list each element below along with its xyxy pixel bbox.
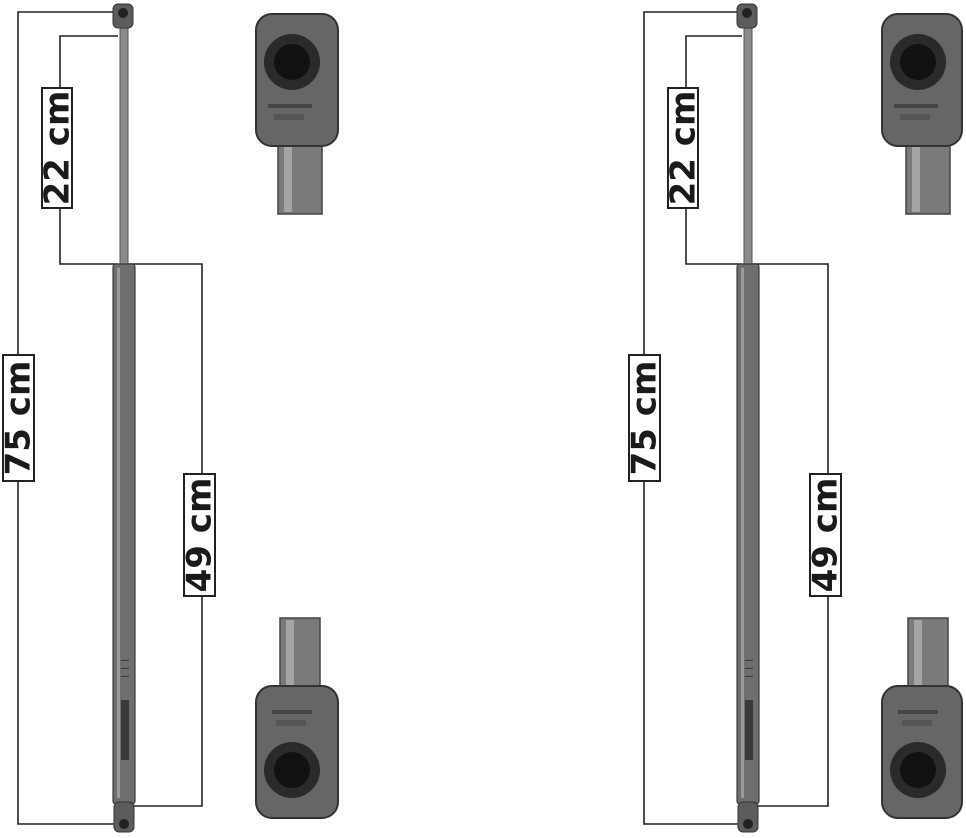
detail-bottom-fitting [881,617,963,819]
piston-rod [119,25,129,269]
body-length-label: 49 cm [180,473,220,597]
body-length-label: 49 cm [806,473,846,597]
stroke-length-label: 22 cm [37,87,77,209]
cylinder-markings [745,660,753,760]
bottom-end-socket [119,819,129,829]
bottom-end-fitting [737,801,759,833]
bottom-end-fitting [113,801,135,833]
cylinder-highlight [117,268,120,798]
bottom-end-socket [743,819,753,829]
total-length-label: 75 cm [0,354,39,482]
cylinder-markings [121,660,129,760]
top-end-socket [118,8,128,18]
gas-spring-drawing-right [643,3,963,833]
piston-rod [743,25,753,269]
cylinder-highlight [741,268,744,798]
gas-spring-unit-right: 75 cm 22 cm 49 cm [620,0,966,838]
gas-spring-drawing-left [17,3,339,833]
detail-bottom-fitting [255,617,339,819]
top-end-socket [742,8,752,18]
detail-top-fitting [881,13,963,215]
gas-spring-unit-left: 75 cm 22 cm 49 cm [0,3,339,833]
stroke-length-label: 22 cm [663,87,703,209]
total-length-label: 75 cm [625,354,665,482]
detail-top-fitting [255,13,339,215]
